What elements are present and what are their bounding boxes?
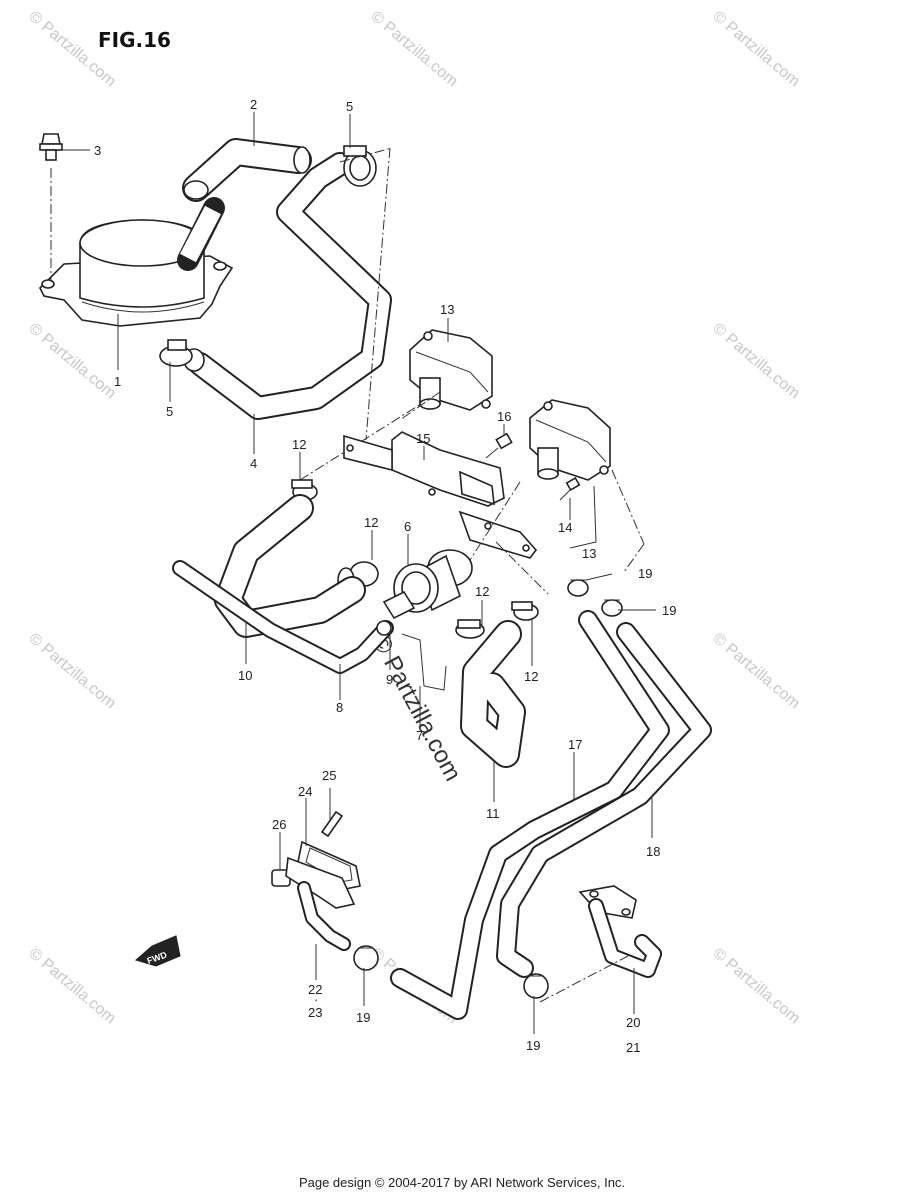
callout-16: 16	[497, 409, 511, 424]
callout-6: 6	[404, 519, 411, 534]
callout-19-lower-left: 19	[356, 1010, 370, 1025]
callout-9: 9	[386, 672, 393, 687]
callout-23: 23	[308, 1005, 322, 1020]
callout-24: 24	[298, 784, 312, 799]
callout-17: 17	[568, 737, 582, 752]
forward-arrow-icon: FWD	[134, 935, 181, 967]
watermark-low-right: © Partzilla.com	[709, 630, 803, 712]
watermark-top-center: © Partzilla.com	[367, 8, 461, 90]
callout-19-upper-left: 19	[638, 566, 652, 581]
callout-13-upper: 13	[440, 302, 454, 317]
page-footer: Page design © 2004-2017 by ARI Network S…	[298, 1175, 626, 1190]
callout-14: 14	[558, 520, 572, 535]
watermark-mid-left: © Partzilla.com	[25, 320, 119, 402]
gasket-24[interactable]	[297, 840, 361, 891]
bolt-3[interactable]	[39, 133, 63, 161]
pipe-22[interactable]	[285, 856, 356, 951]
reed-valve-13-lower[interactable]	[529, 399, 611, 481]
watermark-low-left: © Partzilla.com	[25, 630, 119, 712]
pipe-20[interactable]	[578, 885, 662, 978]
callout-12-top: 12	[292, 437, 306, 452]
clamp-12-far-right[interactable]	[511, 601, 539, 621]
watermark-center: © Partzilla.com	[367, 630, 467, 785]
clamp-19-lower-right[interactable]	[523, 973, 549, 999]
callout-2: 2	[250, 97, 257, 112]
hose-11[interactable]	[460, 620, 526, 768]
bracket-15[interactable]	[343, 431, 538, 559]
callout-19-upper-right: 19	[662, 603, 676, 618]
callout-7: 7	[416, 728, 423, 743]
hose-2[interactable]	[182, 138, 312, 202]
watermark-layer: © Partzilla.com © Partzilla.com © Partzi…	[25, 8, 803, 1027]
callout-13-lower: 13	[582, 546, 596, 561]
screw-16[interactable]	[485, 432, 513, 459]
clamp-12-right[interactable]	[455, 619, 485, 639]
callout-4: 4	[250, 456, 257, 471]
callout-18: 18	[646, 844, 660, 859]
callout-22: 22	[308, 982, 322, 997]
callout-12-mid: 12	[364, 515, 378, 530]
callout-3: 3	[94, 143, 101, 158]
callout-11: 11	[486, 806, 500, 821]
clamp-19-upper-right[interactable]	[601, 599, 623, 617]
watermark-top-right: © Partzilla.com	[709, 8, 803, 90]
callout-25: 25	[322, 768, 336, 783]
watermark-mid-right: © Partzilla.com	[709, 320, 803, 402]
hose-4[interactable]	[183, 152, 392, 420]
callout-12-far-right: 12	[524, 669, 538, 684]
callout-1: 1	[114, 374, 121, 389]
callout-21: 21	[626, 1040, 640, 1055]
callout-dot: ·	[314, 992, 318, 1007]
clamp-19-lower-left[interactable]	[353, 945, 379, 971]
clamp-5-top[interactable]	[343, 145, 377, 187]
pipe-17[interactable]	[390, 610, 670, 1020]
watermark-bottom-right: © Partzilla.com	[709, 945, 803, 1027]
clamp-19-upper-left[interactable]	[567, 579, 589, 597]
callout-20: 20	[626, 1015, 640, 1030]
callout-26: 26	[272, 817, 286, 832]
callout-15: 15	[416, 431, 430, 446]
callout-labels: 3 2 5 1 5 4 12 13 15 16 12 6 10 8 9 7 12…	[94, 97, 676, 1055]
callout-8: 8	[336, 700, 343, 715]
callout-12-right: 12	[475, 584, 489, 599]
stud-25[interactable]	[320, 810, 344, 838]
leader-lines	[62, 112, 656, 1034]
callout-5-top: 5	[346, 99, 353, 114]
callout-5-bottom: 5	[166, 404, 173, 419]
fitting-9[interactable]	[376, 620, 392, 636]
watermark-bottom-left: © Partzilla.com	[25, 945, 119, 1027]
clamp-5-bottom[interactable]	[159, 339, 193, 367]
callout-10: 10	[238, 668, 252, 683]
callout-19-lower-right: 19	[526, 1038, 540, 1053]
fitting-7[interactable]	[401, 633, 447, 691]
reed-valve-13-upper[interactable]	[409, 329, 493, 411]
screw-14[interactable]	[559, 476, 581, 501]
valve-6[interactable]	[382, 549, 473, 620]
pipe-18[interactable]	[496, 622, 712, 978]
air-cleaner-case[interactable]	[39, 219, 234, 327]
figure-title: FIG.16	[98, 28, 171, 52]
